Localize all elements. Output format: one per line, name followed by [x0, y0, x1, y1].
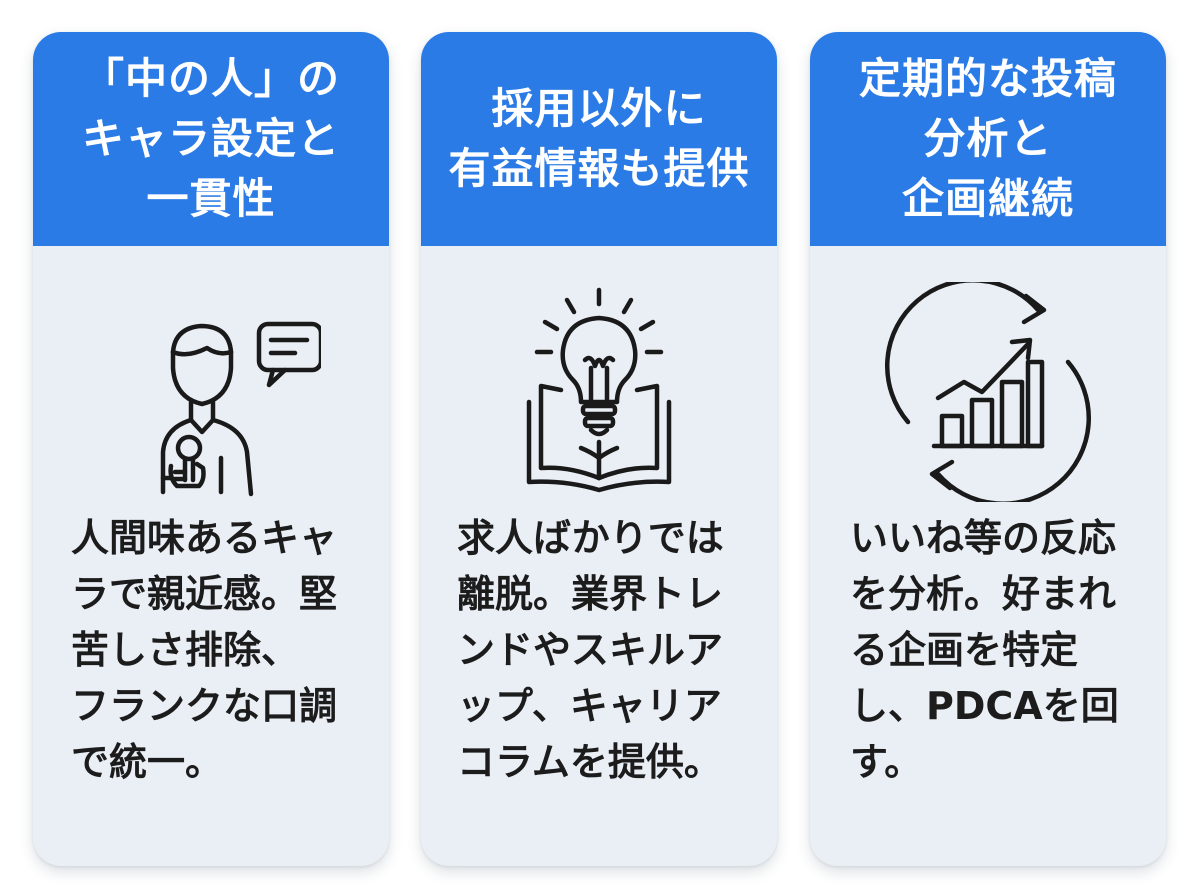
person-microphone-speech-bubble-icon: [101, 282, 321, 502]
card-body-text: いいね等の反応 を分析。好まれ る企画を特定 し、PDCAを回 す。: [850, 516, 1119, 784]
card-useful-info: 採用以外に 有益情報も提供 求人ばか: [421, 32, 777, 866]
card-body-text: 求人ばかりでは 離脱。業界トレ ンドやスキルア ップ、キャリア コラムを提供。: [457, 516, 724, 784]
card-header: 定期的な投稿 分析と 企画継続: [810, 32, 1166, 246]
card-character-setting: 「中の人」の キャラ設定と 一貫性: [33, 32, 389, 866]
card-title: 採用以外に 有益情報も提供: [448, 84, 750, 193]
lightbulb-book-icon: [489, 282, 709, 502]
cycle-arrows-bar-chart-icon: [878, 282, 1098, 502]
card-header: 採用以外に 有益情報も提供: [421, 32, 777, 246]
card-title: 「中の人」の キャラ設定と 一貫性: [81, 54, 340, 223]
card-analysis-planning: 定期的な投稿 分析と 企画継続 いいね等の反応 を分析。好まれ る企画を特定 し…: [810, 32, 1166, 866]
card-body-text: 人間味あるキャ ラで親近感。堅 苦しさ排除、 フランクな口調 で統一。: [71, 516, 338, 784]
card-header: 「中の人」の キャラ設定と 一貫性: [33, 32, 389, 246]
card-title: 定期的な投稿 分析と 企画継続: [858, 54, 1117, 223]
